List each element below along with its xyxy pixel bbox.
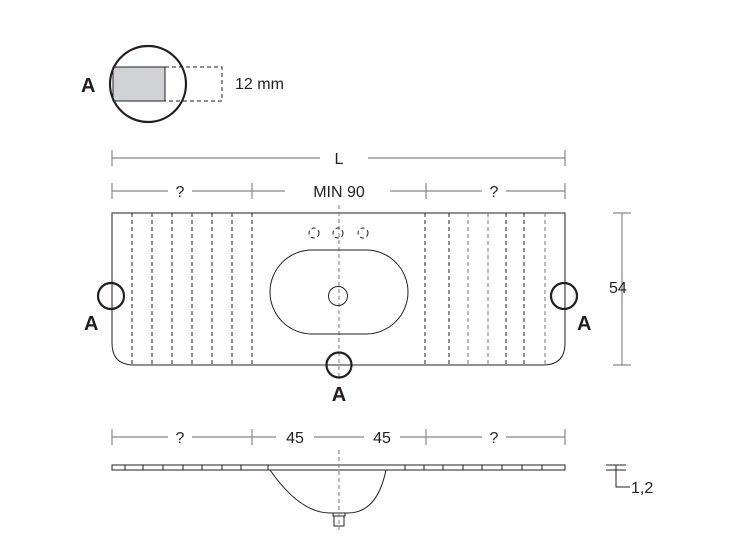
length-dimension: L xyxy=(111,150,566,168)
section-view xyxy=(111,450,566,530)
section-right-label: ? xyxy=(490,430,499,447)
slab-section xyxy=(112,66,166,102)
section-center-right-label: 45 xyxy=(373,430,391,447)
section-left-label: ? xyxy=(176,430,185,447)
countertop-outline xyxy=(111,212,566,366)
plan-view: A A A xyxy=(84,205,591,406)
basin-bowl xyxy=(269,469,387,514)
marker-circle-bottom xyxy=(325,351,353,379)
section-center-left-label: 45 xyxy=(286,430,304,447)
detail-circle xyxy=(108,44,188,124)
left-slats xyxy=(131,213,253,365)
section-dimension: ? 45 45 ? xyxy=(111,429,566,447)
marker-circle-right xyxy=(549,281,579,311)
depth-label: 54 xyxy=(609,280,627,297)
right-segment-label: ? xyxy=(490,184,499,201)
detail-label: A xyxy=(81,75,95,97)
edge-thickness-label: 1,2 xyxy=(631,480,653,497)
depth-dimension: 54 xyxy=(609,212,631,366)
basin-outline xyxy=(269,249,409,335)
segment-dimension: ? MIN 90 ? xyxy=(111,183,566,201)
thickness-label: 12 mm xyxy=(235,76,284,93)
marker-label-left: A xyxy=(84,313,98,335)
marker-label-right: A xyxy=(577,313,591,335)
length-label: L xyxy=(335,151,344,168)
left-segment-label: ? xyxy=(176,184,185,201)
edge-thickness-dimension: 1,2 xyxy=(606,464,653,497)
detail-a: A 12 mm xyxy=(81,44,284,124)
slab-extension xyxy=(164,66,223,102)
tap-holes xyxy=(308,227,369,239)
marker-circle-left xyxy=(96,281,126,311)
right-slats xyxy=(424,213,546,365)
center-segment-label: MIN 90 xyxy=(313,184,365,201)
marker-label-bottom: A xyxy=(332,384,346,406)
drain-hole xyxy=(328,286,348,306)
